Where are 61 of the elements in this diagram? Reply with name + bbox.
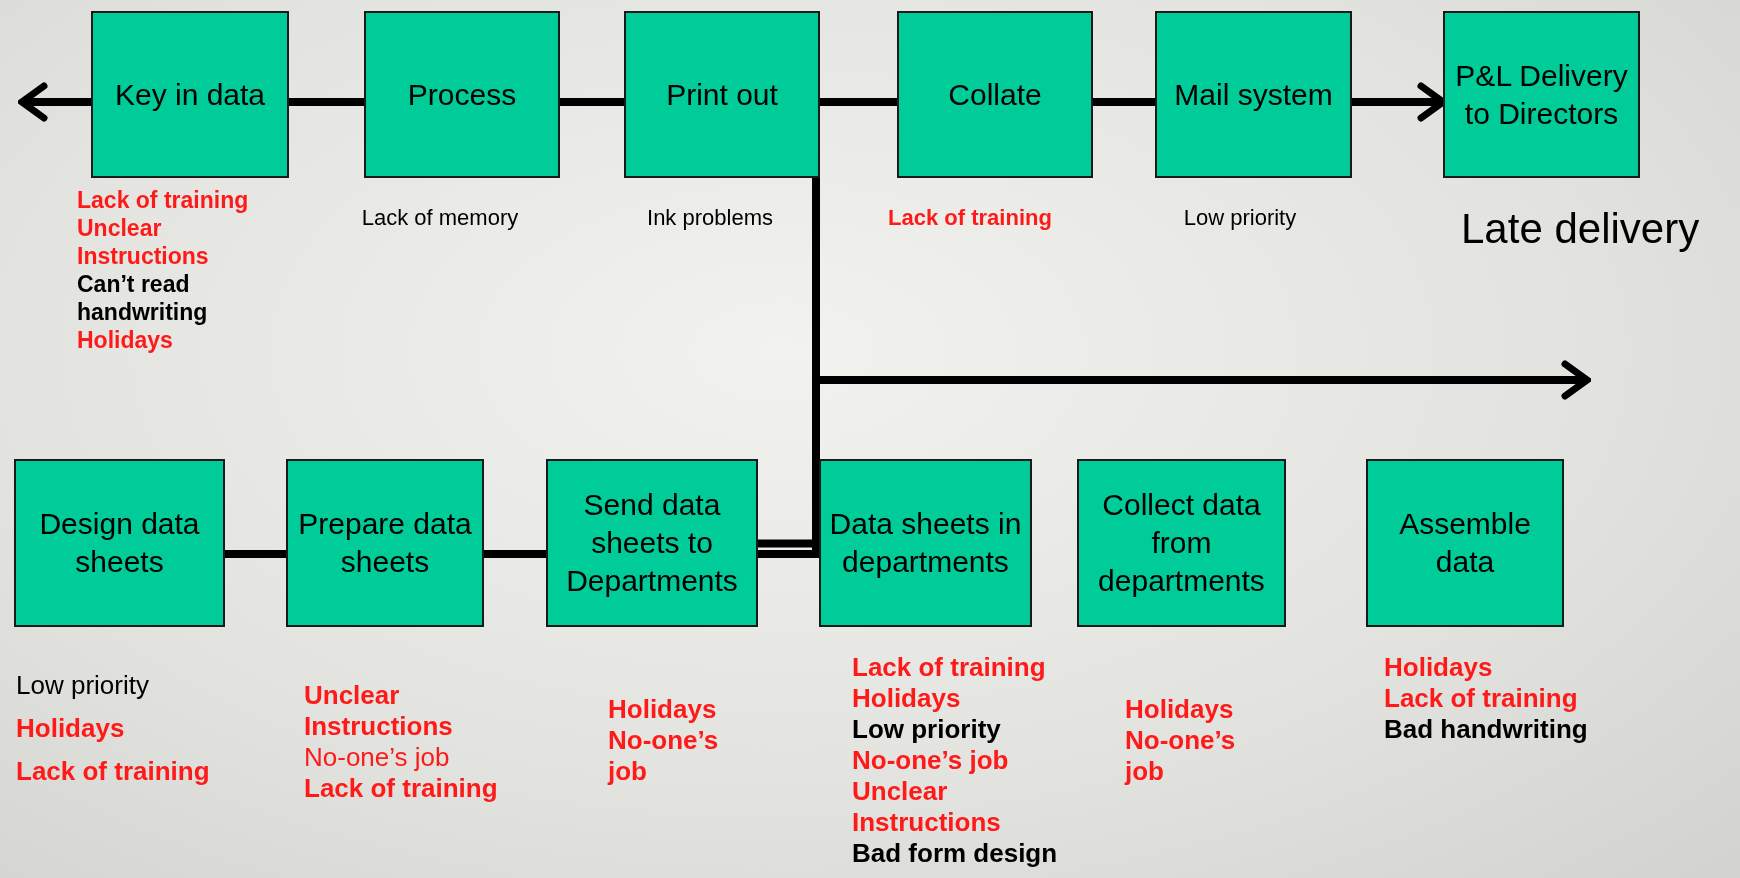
cause-text: Unclear Instructions (77, 214, 210, 270)
step-label: Collate (947, 76, 1043, 113)
arrow (18, 82, 91, 122)
cause-text: Low priority (852, 714, 1002, 745)
cause-text: Holidays (852, 683, 962, 714)
cause-text: Lack of training (304, 773, 499, 804)
cause-text: Bad form design (852, 838, 1059, 869)
step-label: Send data sheets to Departments (565, 487, 739, 599)
cause-text: Low priority (1182, 205, 1298, 231)
process-box (14, 459, 225, 627)
cause-text: Unclear Instructions (304, 680, 454, 742)
process-box (286, 459, 484, 627)
connector-line (289, 98, 364, 106)
connector-line (225, 550, 286, 558)
process-box (546, 459, 758, 627)
process-box (1155, 11, 1352, 178)
step-label: Process (406, 76, 518, 113)
step-label: Prepare data sheets (297, 506, 473, 580)
cause-text: Lack of training (887, 205, 1053, 231)
cause-text: Lack of training (1384, 683, 1579, 714)
step-label: Mail system (1173, 76, 1334, 113)
cause-text: Holidays (608, 694, 718, 725)
process-box (1077, 459, 1286, 627)
cause-text: Unclear Instructions (852, 776, 1002, 838)
cause-text: Holidays (1125, 694, 1235, 725)
process-box (91, 11, 289, 178)
process-box (364, 11, 560, 178)
cause-text: Holidays (16, 713, 126, 744)
connector-line (560, 98, 624, 106)
step-label: Design data sheets (38, 506, 201, 580)
effect-label: Late delivery (1461, 205, 1700, 253)
step-label: Data sheets in departments (828, 506, 1023, 580)
process-box (624, 11, 820, 178)
cause-text: Lack of memory (360, 205, 520, 231)
connector-line (1093, 98, 1155, 106)
connector-line (484, 550, 546, 558)
step-label: Print out (665, 76, 779, 113)
cause-text: Lack of training (16, 756, 211, 787)
process-box (819, 459, 1032, 627)
connector-line (820, 98, 897, 106)
process-box (897, 11, 1093, 178)
step-label: P&L Delivery to Directors (1454, 57, 1629, 132)
arrow (758, 360, 1591, 558)
process-box (1443, 11, 1640, 178)
cause-text: Ink problems (646, 205, 774, 231)
cause-text: Holidays (1384, 652, 1494, 683)
cause-text: Bad handwriting (1384, 714, 1589, 745)
cause-text: Holidays (77, 326, 174, 354)
cause-text: No-one’s job (1125, 725, 1237, 787)
cause-text: Lack of training (77, 186, 250, 214)
step-label: Key in data (113, 76, 267, 113)
step-label: Assemble data (1398, 506, 1532, 580)
connector-line (758, 178, 820, 548)
cause-text: No-one’s job (608, 725, 720, 787)
process-box (1366, 459, 1564, 627)
cause-text: Low priority (16, 670, 150, 701)
cause-text: Lack of training (852, 652, 1047, 683)
cause-text: No-one’s job (852, 745, 1010, 776)
cause-text: Can’t read handwriting (77, 270, 209, 326)
cause-text: No-one’s job (304, 742, 451, 773)
step-label: Collect data from departments (1097, 487, 1266, 599)
